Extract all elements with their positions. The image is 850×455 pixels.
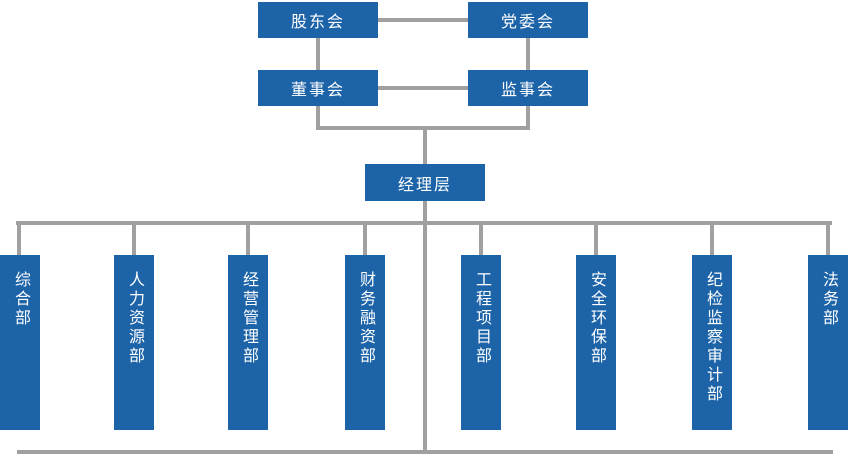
node-label: 安全环保部 (588, 271, 605, 366)
node-dept-finance-financing: 财务融资部 (345, 255, 385, 430)
node-label: 财务融资部 (357, 271, 374, 366)
stub-dept-2 (132, 225, 136, 255)
node-dept-business-management: 经营管理部 (228, 255, 268, 430)
node-management-level: 经理层 (365, 164, 485, 201)
bracket-right-vertical (526, 106, 530, 130)
stub-dept-8 (826, 225, 830, 255)
node-label: 经营管理部 (240, 271, 257, 366)
node-dept-discipline-audit: 纪检监察审计部 (692, 255, 732, 430)
node-label: 综合部 (12, 271, 29, 328)
node-label: 股东会 (290, 14, 345, 31)
node-label: 经理层 (397, 176, 452, 194)
node-label: 党委会 (500, 14, 555, 31)
stub-dept-5 (479, 225, 483, 255)
stub-dept-6 (594, 225, 598, 255)
node-label: 人力资源部 (126, 271, 143, 366)
bracket-left-vertical (316, 106, 320, 130)
connector-board-supervisory (378, 86, 468, 90)
node-label: 纪检监察审计部 (704, 271, 721, 404)
node-shareholders-meeting: 股东会 (258, 2, 378, 38)
node-dept-human-resources: 人力资源部 (114, 255, 154, 430)
bottom-line (17, 450, 833, 454)
connector-shareholders-party (378, 18, 468, 22)
node-board-of-directors: 董事会 (258, 70, 378, 106)
connector-management-trunk (423, 201, 427, 452)
stub-dept-7 (710, 225, 714, 255)
node-label: 董事会 (290, 82, 345, 99)
node-dept-general: 综合部 (0, 255, 40, 430)
node-dept-safety-environment: 安全环保部 (576, 255, 616, 430)
node-party-committee: 党委会 (468, 2, 588, 38)
connector-bracket-management (423, 126, 427, 164)
stub-dept-4 (363, 225, 367, 255)
node-dept-legal-affairs: 法务部 (808, 255, 848, 430)
stub-dept-1 (17, 225, 21, 255)
distribution-line (16, 221, 832, 225)
node-label: 工程项目部 (473, 271, 490, 366)
node-label: 监事会 (500, 82, 555, 99)
connector-party-supervisory (526, 38, 530, 71)
node-supervisory-board: 监事会 (468, 70, 588, 106)
node-label: 法务部 (820, 271, 837, 328)
connector-shareholders-board (316, 38, 320, 71)
stub-dept-3 (246, 225, 250, 255)
node-dept-engineering-projects: 工程项目部 (461, 255, 501, 430)
